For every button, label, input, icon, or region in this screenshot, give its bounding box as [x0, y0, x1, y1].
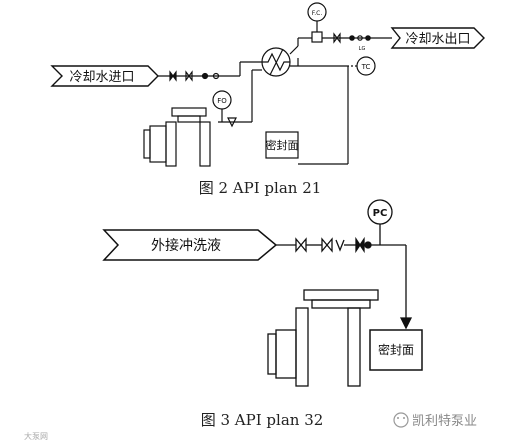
pump-casing-2 — [143, 107, 211, 167]
control-valve — [311, 31, 323, 43]
fo-instrument-label: FO — [217, 97, 227, 105]
outlet-label-2: 冷却水出口 — [405, 32, 470, 47]
cooling-water-inlet-arrow — [50, 65, 159, 87]
pc-instrument-label: PC — [373, 208, 388, 219]
seal-label-3: 密封面 — [378, 342, 414, 357]
corner-watermark: 大泵网 — [24, 431, 48, 441]
lg-label: LG — [359, 46, 366, 52]
figure-3-plan-32 — [102, 199, 423, 387]
brand-watermark-text: 凯利特泵业 — [412, 414, 477, 429]
figure-3-caption: 图 3 API plan 32 — [201, 411, 324, 429]
fc-instrument-label: F.C. — [312, 10, 323, 17]
cooler-heat-exchanger — [261, 47, 291, 77]
wechat-icon — [393, 412, 409, 428]
cooling-water-outlet-arrow — [390, 27, 485, 49]
flush-inlet-arrow — [102, 229, 278, 261]
inlet-valves — [169, 70, 220, 82]
seal-label-2: 密封面 — [266, 138, 299, 152]
fc-instrument-circle — [307, 2, 327, 22]
seal-box-3 — [369, 329, 423, 371]
figure-2-caption: 图 2 API plan 21 — [199, 179, 322, 197]
seal-box-2 — [265, 131, 299, 159]
flush-valves — [295, 236, 372, 254]
flush-inlet-label: 外接冲洗液 — [151, 237, 221, 254]
pc-instrument-circle — [367, 199, 393, 225]
pump-casing-3 — [267, 289, 379, 387]
tc-instrument-label: TC — [361, 63, 371, 71]
brand-watermark: 凯利特泵业 — [393, 412, 477, 429]
figure-2-plan-21 — [50, 2, 485, 167]
inlet-label-2: 冷却水进口 — [69, 70, 134, 85]
